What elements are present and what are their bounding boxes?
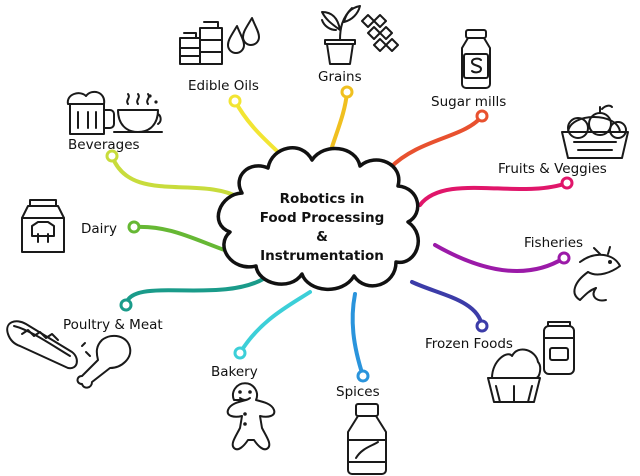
fruit-basket-icon — [561, 104, 629, 159]
label-sugar-mills: Sugar mills — [431, 94, 506, 110]
connector-dairy — [132, 224, 232, 254]
center-title-line-1: Robotics in — [280, 191, 365, 207]
label-bakery: Bakery — [211, 364, 258, 380]
cloud-shape — [216, 146, 420, 292]
milk-carton-icon — [21, 199, 65, 253]
center-title-line-2: Food Processing — [260, 210, 385, 226]
endpoint-fisheries — [557, 251, 571, 265]
yogurt-and-dessert-icon — [487, 321, 575, 403]
endpoint-fruits-veggies — [560, 176, 574, 190]
branch-labels: Edible Oils Grains Sugar mills Fruits & … — [63, 69, 607, 400]
endpoint-edible-oils — [228, 94, 242, 108]
connector-poultry-meat — [124, 276, 267, 307]
potted-plant-and-grain-icon — [321, 5, 399, 65]
endpoint-sugar-mills — [475, 109, 489, 123]
connector-endpoints — [105, 85, 574, 383]
connector-sugar-mills — [388, 114, 484, 170]
label-fruits-veggies: Fruits & Veggies — [498, 161, 607, 177]
center-cloud: Robotics in Food Processing & Instrument… — [216, 146, 420, 292]
sauce-bottle-icon — [347, 403, 387, 475]
endpoint-grains — [340, 85, 354, 99]
label-poultry-meat: Poultry & Meat — [63, 317, 163, 333]
fish-icon — [573, 246, 621, 302]
connector-bakery — [238, 290, 312, 355]
hotdog-and-drumstick-icon — [6, 320, 132, 389]
endpoint-frozen-foods — [475, 319, 489, 333]
connector-beverages — [110, 154, 242, 200]
label-fisheries: Fisheries — [524, 235, 583, 251]
gingerbread-man-icon — [226, 382, 276, 451]
center-title-line-3: & — [316, 229, 328, 245]
sugar-jar-icon — [461, 29, 491, 89]
label-frozen-foods: Frozen Foods — [425, 336, 513, 352]
oil-cans-and-drops-icon — [179, 17, 260, 65]
connector-fruits-veggies — [418, 181, 569, 207]
endpoint-bakery — [233, 346, 247, 360]
label-spices: Spices — [336, 384, 380, 400]
endpoint-spices — [356, 369, 370, 383]
connector-spices — [350, 292, 365, 378]
connector-frozen-foods — [410, 280, 484, 328]
endpoint-poultry-meat — [119, 298, 133, 312]
label-beverages: Beverages — [68, 137, 140, 153]
label-grains: Grains — [318, 69, 362, 85]
endpoint-beverages — [105, 149, 119, 163]
label-edible-oils: Edible Oils — [188, 78, 259, 94]
connectors — [110, 90, 569, 378]
connector-fisheries — [433, 243, 566, 273]
label-dairy: Dairy — [81, 221, 117, 237]
endpoint-dairy — [127, 220, 141, 234]
beer-and-tea-icon — [66, 90, 163, 135]
center-title-line-4: Instrumentation — [260, 248, 384, 264]
